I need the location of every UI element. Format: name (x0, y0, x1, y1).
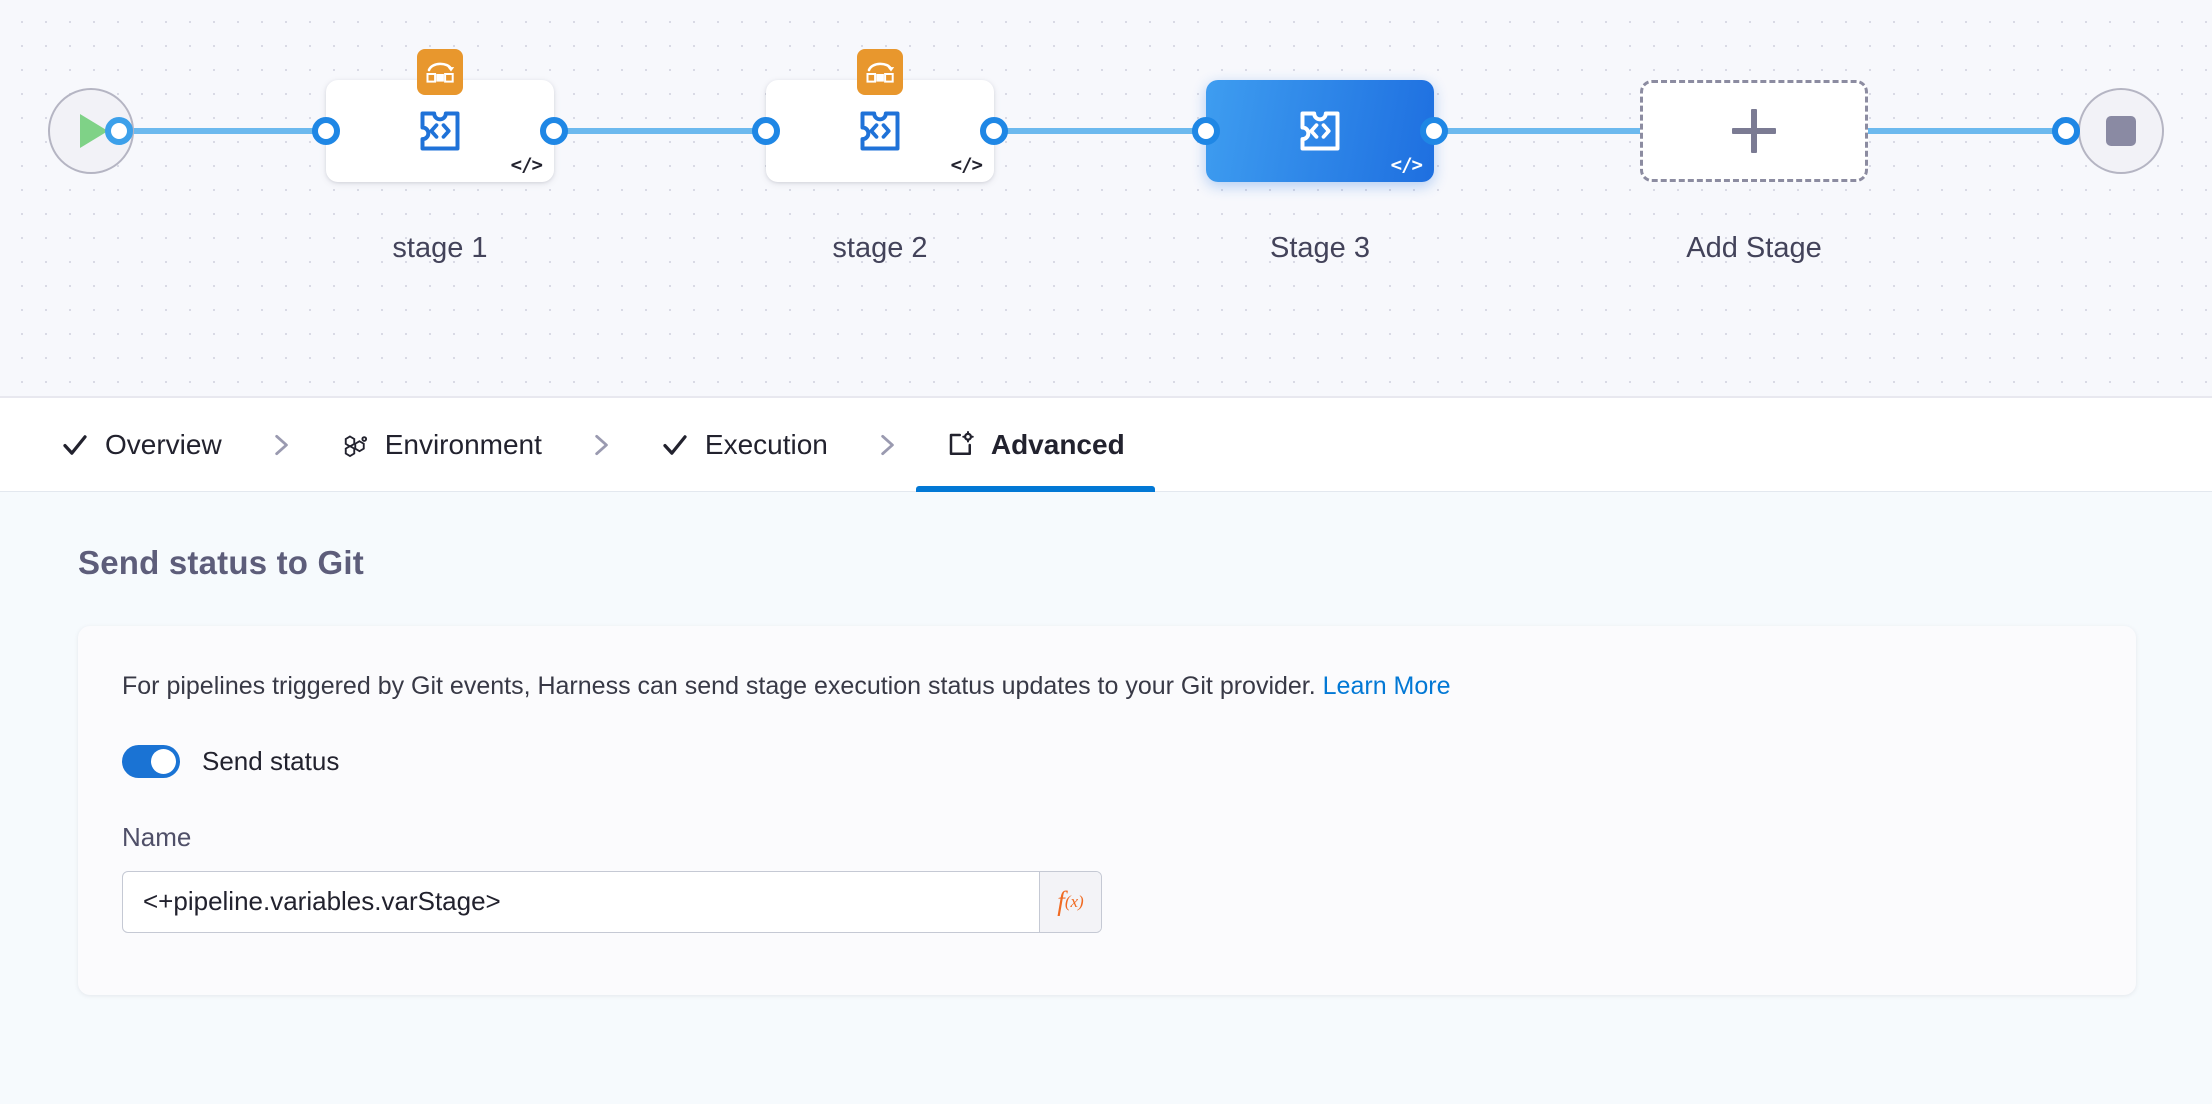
tab-execution[interactable]: Execution (630, 398, 858, 491)
rail-start-to-stage1 (118, 128, 328, 134)
stage-code-mark: </> (950, 154, 983, 176)
send-status-card: For pipelines triggered by Git events, H… (78, 626, 2136, 995)
tab-overview[interactable]: Overview (30, 398, 252, 491)
add-stage-label: Add Stage (1686, 232, 1822, 264)
tab-advanced[interactable]: Advanced (915, 398, 1155, 492)
port-start-out[interactable] (105, 117, 133, 145)
send-status-toggle[interactable] (122, 744, 180, 778)
fx-x-glyph: (x) (1064, 891, 1084, 911)
tab-advanced-label: Advanced (990, 428, 1125, 460)
port-stage1-in[interactable] (312, 117, 340, 145)
tab-separator-chevron-2 (572, 398, 630, 491)
rail-stage3-to-addstage (1428, 128, 1650, 134)
toggle-knob (151, 748, 176, 774)
rail-stage2-to-stage3 (988, 128, 1210, 134)
plus-icon-vertical (1751, 109, 1757, 153)
stage-node-stage-1[interactable]: </> (326, 49, 554, 182)
stage-node-stage-3[interactable]: </> (1206, 80, 1434, 182)
add-stage-node[interactable] (1640, 80, 1868, 182)
fx-f-glyph: f (1057, 886, 1065, 916)
rail-stage1-to-stage2 (548, 128, 770, 134)
chevron-right-icon (274, 434, 288, 455)
custom-stage-icon (1300, 111, 1340, 151)
rail-addstage-to-end (1858, 128, 2058, 134)
learn-more-link[interactable]: Learn More (1322, 672, 1451, 700)
name-field-label: Name (122, 821, 192, 852)
custom-stage-icon (420, 111, 460, 151)
port-stage2-out[interactable] (980, 117, 1008, 145)
expression-toggle-button[interactable]: f(x) (1039, 871, 1101, 932)
port-stage2-in[interactable] (752, 117, 780, 145)
advanced-gear-icon (949, 430, 974, 455)
stage-label-stage-1: stage 1 (392, 232, 488, 264)
tab-overview-label: Overview (105, 428, 222, 460)
matrix-looping-icon (417, 49, 463, 95)
check-icon (63, 434, 87, 455)
pipeline-end-node[interactable] (2078, 88, 2164, 174)
chevron-right-icon (881, 434, 894, 455)
stage-tab-bar: Overview Environment Execution (0, 398, 2212, 492)
chevron-right-icon (595, 434, 608, 455)
stage-label-stage-3: Stage 3 (1270, 232, 1370, 264)
port-stage3-in[interactable] (1192, 117, 1220, 145)
pipeline-canvas[interactable]: </> stage 1 </> stage 2 </> (0, 0, 2212, 398)
play-icon (80, 114, 108, 148)
name-input[interactable] (123, 871, 1039, 932)
check-icon (663, 434, 687, 455)
card-description: For pipelines triggered by Git events, H… (122, 670, 2092, 703)
tab-separator-chevron-3 (858, 398, 916, 491)
environment-icon (344, 434, 367, 457)
stage-node-stage-2[interactable]: </> (766, 49, 994, 182)
tab-separator-chevron-1 (252, 398, 310, 491)
tab-environment[interactable]: Environment (310, 398, 572, 491)
stop-icon (2106, 116, 2136, 146)
name-field-wrapper: f(x) (122, 870, 1102, 933)
stage-label-stage-2: stage 2 (832, 232, 928, 264)
send-status-toggle-label: Send status (202, 745, 340, 776)
custom-stage-icon (860, 111, 900, 151)
card-description-text: For pipelines triggered by Git events, H… (122, 672, 1316, 700)
port-end-in[interactable] (2052, 117, 2080, 145)
tab-environment-label: Environment (384, 428, 542, 460)
page-title: Send status to Git (78, 544, 364, 581)
port-stage1-out[interactable] (540, 117, 568, 145)
port-stage3-out[interactable] (1420, 117, 1448, 145)
advanced-panel: Send status to Git For pipelines trigger… (0, 492, 2212, 1104)
stage-code-mark: </> (510, 154, 543, 176)
tab-execution-label: Execution (704, 428, 828, 460)
stage-code-mark: </> (1390, 154, 1423, 176)
matrix-looping-icon (857, 49, 903, 95)
send-status-toggle-row: Send status (122, 744, 2092, 778)
